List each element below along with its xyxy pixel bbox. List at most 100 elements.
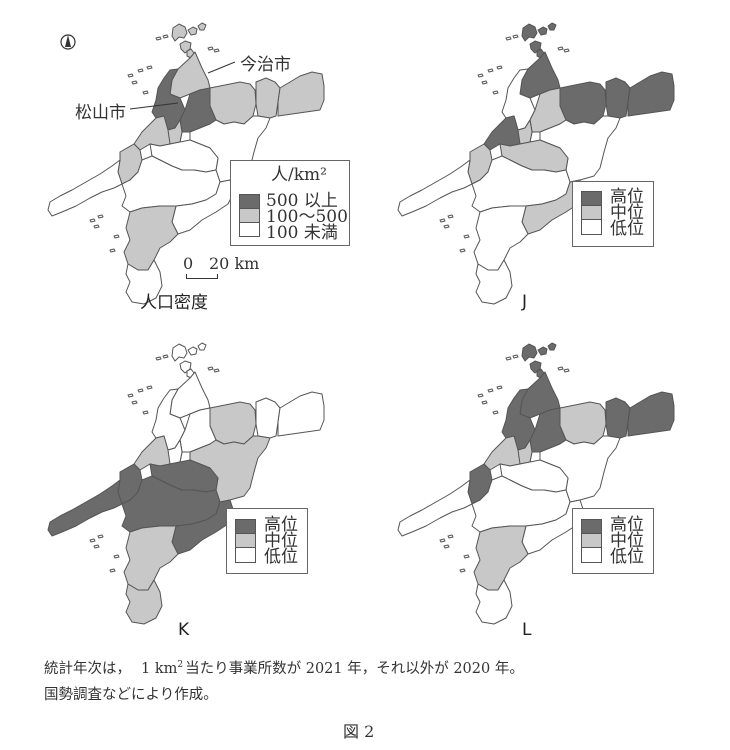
legend-label-mid: 中位 xyxy=(264,531,298,551)
legend-k: 高位 中位 低位 xyxy=(226,508,308,574)
region-islands xyxy=(521,342,557,379)
region-ainan xyxy=(475,259,513,305)
islet-icon xyxy=(463,554,470,559)
islet-icon xyxy=(496,65,503,70)
islet-icon xyxy=(113,554,120,559)
region-toon xyxy=(529,87,567,133)
legend-label-low: 低位 xyxy=(610,547,644,567)
region-uwajima xyxy=(123,205,179,271)
legend-label-high: 高位 xyxy=(264,515,298,535)
islet-icon xyxy=(487,388,494,393)
islet-icon xyxy=(89,538,96,543)
region-ainan xyxy=(125,259,163,305)
region-peninsula xyxy=(397,479,473,537)
islet-icon xyxy=(146,385,153,390)
map-caption: J xyxy=(522,292,528,312)
source-note-2: 国勢調査などにより作成。 xyxy=(44,687,218,703)
map-svg xyxy=(47,342,325,625)
legend-swatch-mid xyxy=(581,533,602,548)
islet-icon xyxy=(137,68,144,73)
region-toon xyxy=(179,87,217,133)
islet-icon xyxy=(146,65,153,70)
region-niihama xyxy=(255,397,281,439)
region-ainan xyxy=(475,579,513,625)
islet-icon xyxy=(563,368,570,373)
islet-icon xyxy=(512,34,519,39)
region-niihama xyxy=(255,77,281,119)
region-peninsula xyxy=(47,479,123,537)
region-niihama xyxy=(605,77,631,119)
legend-label-low: 低位 xyxy=(610,219,644,239)
islet-icon xyxy=(439,538,446,543)
callout-imabari: 今治市 xyxy=(240,55,291,75)
islet-icon xyxy=(443,544,450,549)
islet-icon xyxy=(463,234,470,239)
islet-icon xyxy=(131,80,138,85)
legend-label-mid: 中位 xyxy=(610,203,644,223)
islet-icon xyxy=(505,356,512,361)
islet-icon xyxy=(496,385,503,390)
islet-icon xyxy=(162,354,169,359)
legend-label-low: 低位 xyxy=(264,547,298,567)
legend-swatch-mid xyxy=(235,533,256,548)
region-uwajima xyxy=(473,205,529,271)
map-population-density: 今治市 松山市 人/km² 500 以上 100～500 100 未満 0 20… xyxy=(30,20,350,320)
region-islands xyxy=(521,22,557,59)
islet-icon xyxy=(447,534,454,539)
islet-icon xyxy=(142,90,149,95)
figure-title: 図 2 xyxy=(343,722,375,741)
legend-swatch-low xyxy=(581,219,602,235)
islet-icon xyxy=(505,36,512,41)
islet-icon xyxy=(557,366,564,371)
islet-icon xyxy=(155,356,162,361)
islet-icon xyxy=(109,568,116,573)
islet-icon xyxy=(447,214,454,219)
legend-swatch-low xyxy=(239,222,260,237)
map-l: 高位 中位 低位 L xyxy=(380,340,700,640)
islet-icon xyxy=(97,534,104,539)
legend-swatch-high xyxy=(239,194,260,209)
legend-swatch-high xyxy=(235,519,256,534)
map-svg xyxy=(397,342,675,625)
islet-icon xyxy=(439,218,446,223)
region-uwajima xyxy=(473,525,529,591)
islet-icon xyxy=(481,80,488,85)
map-svg xyxy=(397,22,675,305)
islet-icon xyxy=(213,368,220,373)
region-toon xyxy=(179,407,217,453)
islet-icon xyxy=(207,46,214,51)
region-ainan xyxy=(125,579,163,625)
islet-icon xyxy=(492,410,499,415)
region-shikokuchuo xyxy=(627,71,675,117)
legend-label-mid: 100～500 xyxy=(266,207,348,227)
legend-swatch-mid xyxy=(239,208,260,223)
islet-icon xyxy=(93,544,100,549)
legend-label-high: 高位 xyxy=(610,187,644,207)
islet-icon xyxy=(162,34,169,39)
region-peninsula xyxy=(47,159,123,217)
islet-icon xyxy=(109,248,116,253)
islet-icon xyxy=(477,393,484,398)
map-j: 高位 中位 低位 J xyxy=(380,20,700,320)
islet-icon xyxy=(142,410,149,415)
islet-icon xyxy=(557,46,564,51)
legend-label-high: 高位 xyxy=(610,515,644,535)
legend-swatch-low xyxy=(581,547,602,563)
legend-label-low: 100 未満 xyxy=(266,223,338,243)
islet-icon xyxy=(207,366,214,371)
islet-icon xyxy=(93,224,100,229)
scale-zero: 0 xyxy=(183,254,194,273)
region-saijo xyxy=(559,401,607,445)
islet-icon xyxy=(481,400,488,405)
islet-icon xyxy=(113,234,120,239)
region-saijo xyxy=(209,81,257,125)
islet-icon xyxy=(213,48,220,53)
region-peninsula xyxy=(397,159,473,217)
islet-icon xyxy=(127,393,134,398)
region-islands xyxy=(171,342,207,379)
islet-icon xyxy=(477,73,484,78)
islet-icon xyxy=(492,90,499,95)
islet-icon xyxy=(137,388,144,393)
legend-l: 高位 中位 低位 xyxy=(572,508,654,574)
